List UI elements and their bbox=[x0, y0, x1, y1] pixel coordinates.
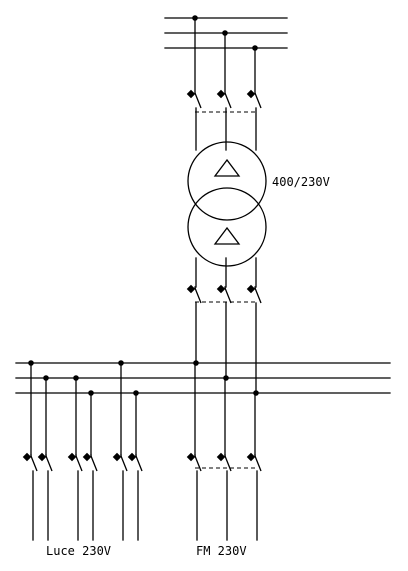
wiring bbox=[15, 17, 391, 541]
secondary-breaker-2-head bbox=[216, 284, 226, 294]
junction-dot bbox=[252, 45, 258, 51]
junction-dot bbox=[43, 375, 49, 381]
primary-breaker-1-blade bbox=[194, 92, 202, 109]
breaker-contacts bbox=[30, 92, 262, 472]
primary-breaker-3-head bbox=[246, 89, 256, 99]
power-circuits-label: FM 230V bbox=[196, 544, 247, 558]
lighting-circuits-label: Luce 230V bbox=[46, 544, 111, 558]
primary-breaker-2-blade bbox=[224, 92, 232, 109]
fm-breaker-1-blade bbox=[194, 455, 202, 472]
luce-breaker-2-blade bbox=[45, 455, 53, 472]
luce-breaker-6-head bbox=[127, 452, 137, 462]
luce-breaker-2-head bbox=[37, 452, 47, 462]
delta-secondary-icon bbox=[213, 226, 241, 245]
secondary-breaker-3-blade bbox=[254, 287, 262, 304]
luce-breaker-3-head bbox=[67, 452, 77, 462]
secondary-breaker-1-blade bbox=[194, 287, 202, 304]
junction-dots bbox=[28, 15, 259, 396]
primary-breaker-2-head bbox=[216, 89, 226, 99]
transformer-primary-winding bbox=[187, 141, 267, 221]
junction-dot bbox=[133, 390, 139, 396]
luce-breaker-4-blade bbox=[90, 455, 98, 472]
junction-dot bbox=[223, 375, 229, 381]
fm-breaker-3-head bbox=[246, 452, 256, 462]
luce-breaker-1-head bbox=[22, 452, 32, 462]
secondary-breaker-1-head bbox=[186, 284, 196, 294]
secondary-breaker-3-head bbox=[246, 284, 256, 294]
fm-breaker-2-blade bbox=[224, 455, 232, 472]
fm-breaker-2-head bbox=[216, 452, 226, 462]
junction-dot bbox=[192, 15, 198, 21]
luce-breaker-4-head bbox=[82, 452, 92, 462]
transformer bbox=[187, 141, 267, 267]
mechanical-linkages bbox=[195, 111, 256, 469]
junction-dot bbox=[73, 375, 79, 381]
fm-breaker-3-blade bbox=[254, 455, 262, 472]
luce-breaker-3-blade bbox=[75, 455, 83, 472]
primary-breaker-3-blade bbox=[254, 92, 262, 109]
primary-breaker-1-head bbox=[186, 89, 196, 99]
luce-breaker-5-head bbox=[112, 452, 122, 462]
luce-breaker-5-blade bbox=[120, 455, 128, 472]
transformer-secondary-winding bbox=[187, 187, 267, 267]
junction-dot bbox=[28, 360, 34, 366]
secondary-breaker-2-blade bbox=[224, 287, 232, 304]
breaker-heads bbox=[22, 89, 256, 462]
fm-breaker-1-head bbox=[186, 452, 196, 462]
junction-dot bbox=[253, 390, 259, 396]
luce-breaker-1-blade bbox=[30, 455, 38, 472]
junction-dot bbox=[88, 390, 94, 396]
junction-dot bbox=[193, 360, 199, 366]
junction-dot bbox=[222, 30, 228, 36]
luce-breaker-6-blade bbox=[135, 455, 143, 472]
junction-dot bbox=[118, 360, 124, 366]
transformer-ratio-label: 400/230V bbox=[272, 175, 330, 189]
delta-primary-icon bbox=[213, 158, 241, 177]
